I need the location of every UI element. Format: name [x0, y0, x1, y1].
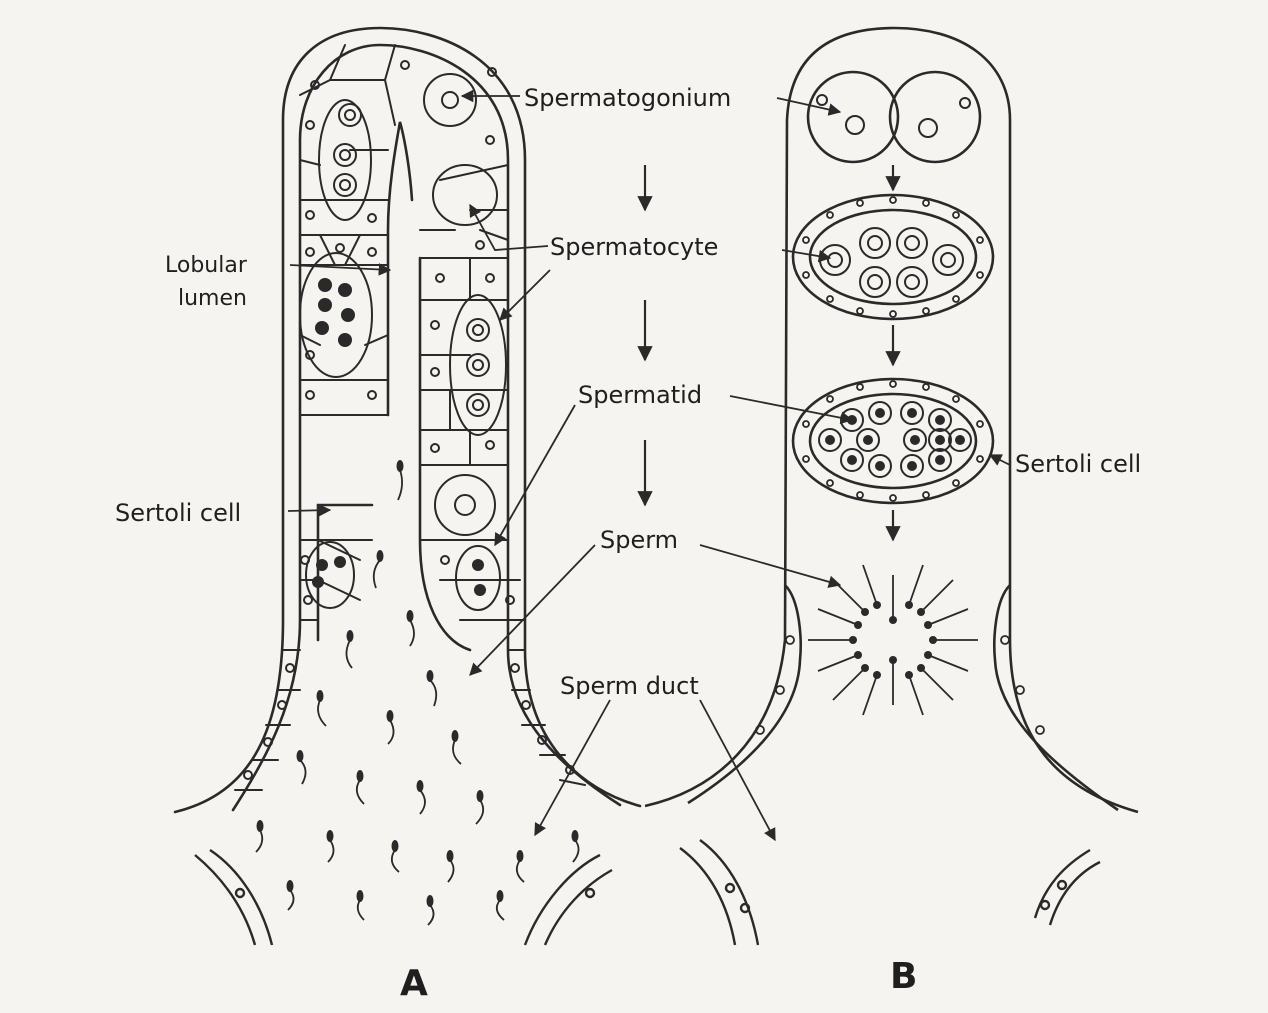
- panel-label-b: B: [890, 956, 917, 997]
- label-lobular: Lobular: [165, 253, 248, 278]
- label-spermatogonium: Spermatogonium: [524, 84, 731, 112]
- label-lumen: lumen: [178, 286, 247, 311]
- label-sperm-duct: Sperm duct: [560, 672, 699, 700]
- panel-b-sperm-burst: [808, 565, 978, 715]
- panel-b-lower-walls: [680, 840, 1100, 945]
- label-sertoli-cell-left: Sertoli cell: [115, 499, 241, 527]
- panel-a-sperm-heads: [257, 460, 579, 907]
- label-sperm: Sperm: [600, 526, 678, 554]
- panel-a-spermatid-nuclei: [312, 278, 486, 596]
- panel-label-a: A: [400, 963, 428, 1004]
- panel-a-lower-walls: [195, 850, 612, 945]
- label-spermatocyte: Spermatocyte: [550, 233, 718, 261]
- panel-b-cells: [817, 95, 971, 477]
- label-sertoli-cell-right: Sertoli cell: [1015, 450, 1141, 478]
- panel-b-lobule: [645, 28, 1138, 812]
- label-spermatid: Spermatid: [578, 381, 702, 409]
- panel-b-spermatid-nuclei: [825, 408, 965, 471]
